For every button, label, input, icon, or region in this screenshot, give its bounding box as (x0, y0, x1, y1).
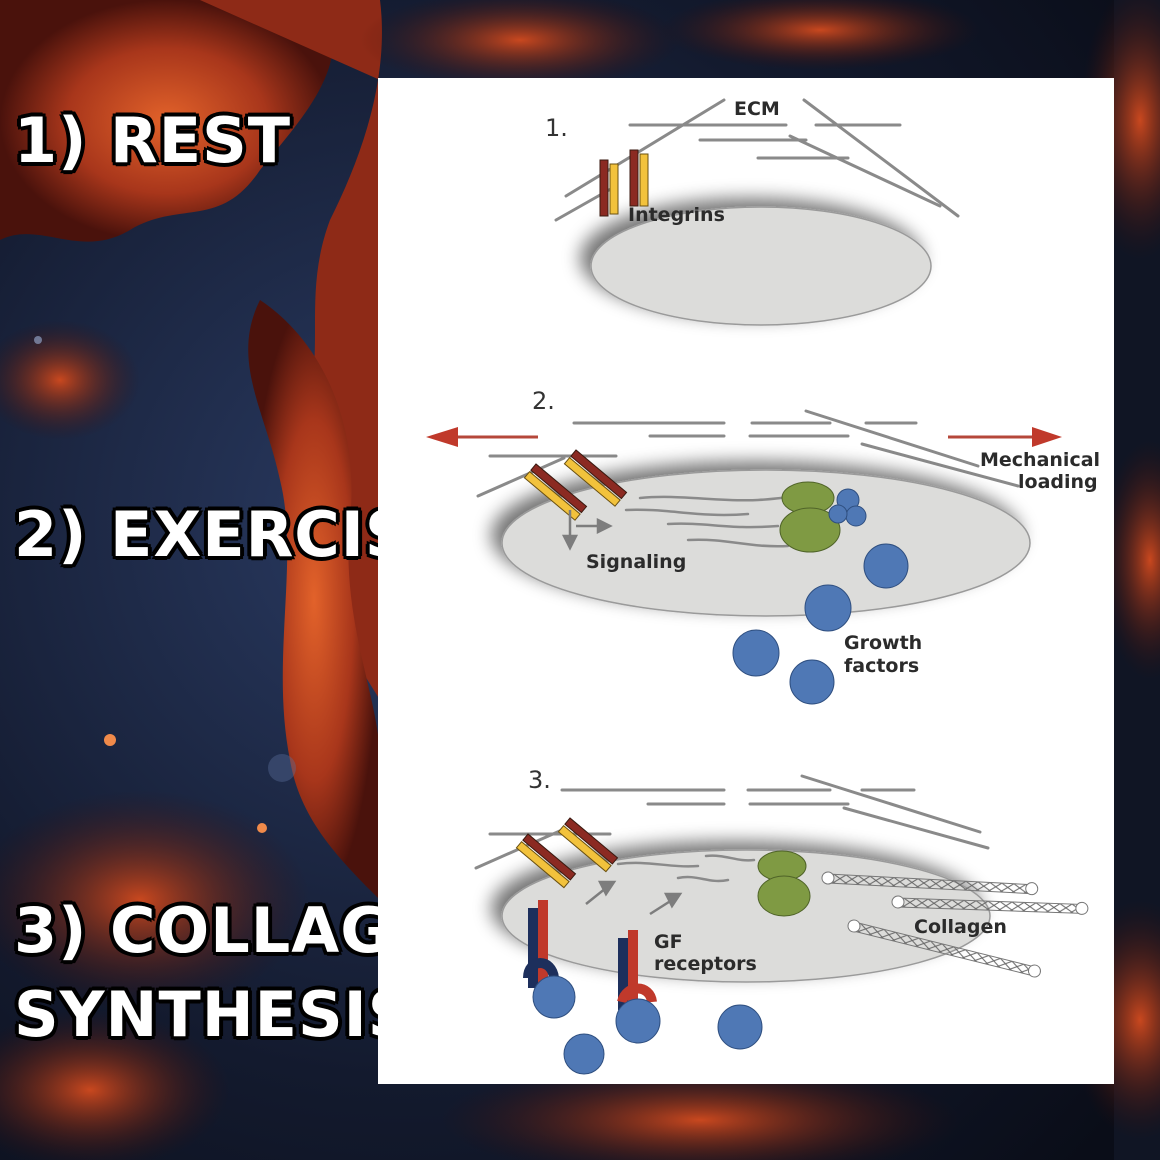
particle (268, 754, 296, 782)
growth-factors (563, 1004, 763, 1075)
mrna-strands (616, 854, 756, 883)
tissue-shape (440, 1060, 960, 1160)
integrins-label: Integrins (628, 204, 725, 226)
gf-receptors-line2: receptors (654, 953, 757, 975)
mechanical-loading-line2: loading (1018, 471, 1098, 493)
particle (34, 336, 42, 344)
signaling-arrows (561, 510, 613, 551)
tissue-shape (1100, 440, 1160, 680)
integrins (523, 463, 588, 521)
integrins (557, 817, 619, 873)
signaling-label: Signaling (586, 551, 686, 573)
growth-factors (732, 488, 909, 705)
step-1-rest: 1. ECM Integrins (545, 98, 960, 326)
gf-receptor (615, 930, 661, 1044)
gf-receptors-line1: GF (654, 931, 683, 953)
step-1-number: 1. (545, 114, 568, 142)
integrins (563, 449, 628, 507)
integrins (599, 149, 649, 217)
growth-factors-line2: factors (844, 655, 919, 677)
cell-body (501, 469, 1031, 617)
ribosome (757, 850, 811, 917)
step-3-collagen-synthesis: 3. (474, 766, 1089, 1075)
gf-receptor (523, 900, 576, 1019)
cell-body (590, 206, 932, 326)
particle (104, 734, 116, 746)
particle (257, 823, 267, 833)
label-rest: 1) REST (14, 104, 292, 177)
label-collagen-line2: SYNTHESIS (14, 978, 414, 1051)
tissue-shape (0, 790, 310, 1010)
signaling-arrows (585, 880, 683, 916)
step-2-number: 2. (532, 387, 555, 415)
ecm-fibers (554, 98, 960, 222)
growth-factors-line1: Growth (844, 632, 922, 654)
diagram-panel: 1. ECM Integrins (378, 78, 1114, 1084)
ecm-label: ECM (734, 98, 780, 120)
diagram: 1. ECM Integrins (426, 98, 1100, 1075)
mechanical-loading-arrows (426, 427, 1062, 447)
tissue-shape (0, 0, 334, 242)
tissue-shape (0, 1010, 230, 1160)
integrins (515, 833, 577, 889)
tissue-shape (248, 300, 380, 900)
ribosome (779, 481, 841, 553)
collagen-label: Collagen (914, 916, 1007, 938)
mechanical-loading-line1: Mechanical (980, 449, 1100, 471)
tissue-shape (660, 0, 980, 70)
tissue-shape (0, 320, 140, 440)
collagen-fibrils (821, 871, 1089, 978)
mrna-strands (624, 495, 800, 548)
ecm-fibers (476, 409, 1020, 498)
step-2-exercise: 2. (426, 387, 1100, 705)
step-3-number: 3. (528, 766, 551, 794)
tissue-shape (360, 0, 680, 90)
